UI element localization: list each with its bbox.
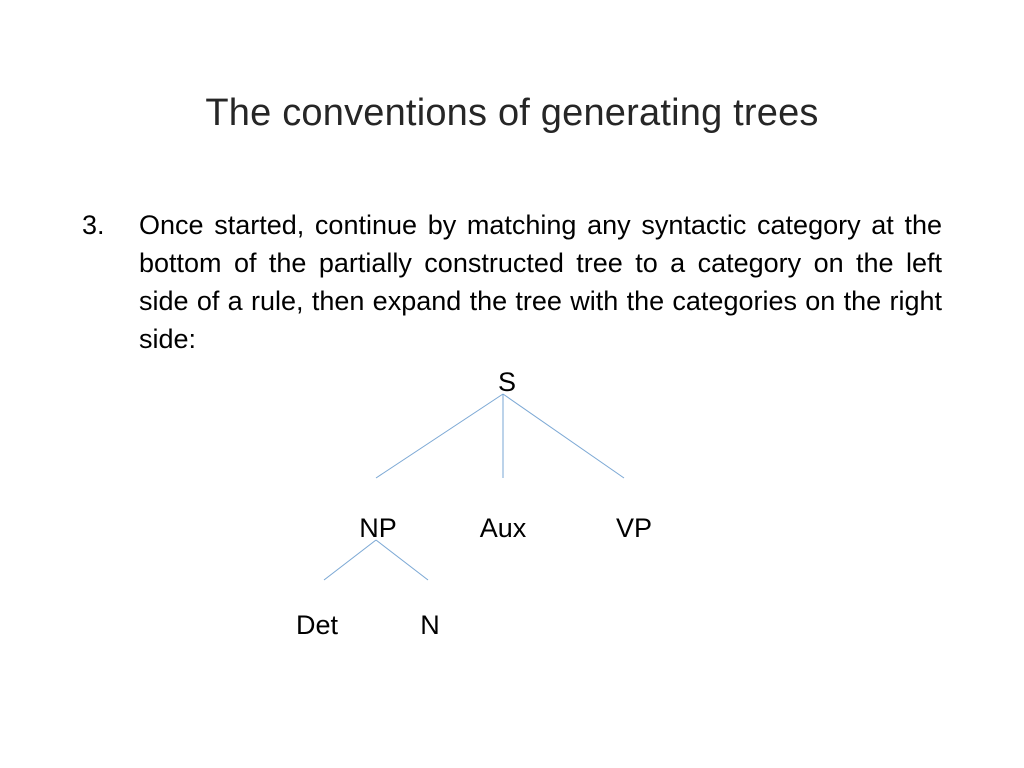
list-number: 3. <box>82 210 105 240</box>
tree-node-n: N <box>420 610 440 640</box>
tree-node-np: NP <box>359 513 397 543</box>
tree-node-det: Det <box>296 610 339 640</box>
edge-s-np <box>375 393 504 479</box>
list-item-text: Once started, continue by matching any s… <box>139 210 942 354</box>
edge-np-n <box>375 539 429 581</box>
edge-s-vp <box>502 393 625 479</box>
tree-node-vp: VP <box>616 513 652 543</box>
slide-title: The conventions of generating trees <box>205 92 819 134</box>
tree-node-aux: Aux <box>480 513 527 543</box>
tree-node-s: S <box>498 367 516 397</box>
edge-np-det <box>323 539 377 581</box>
